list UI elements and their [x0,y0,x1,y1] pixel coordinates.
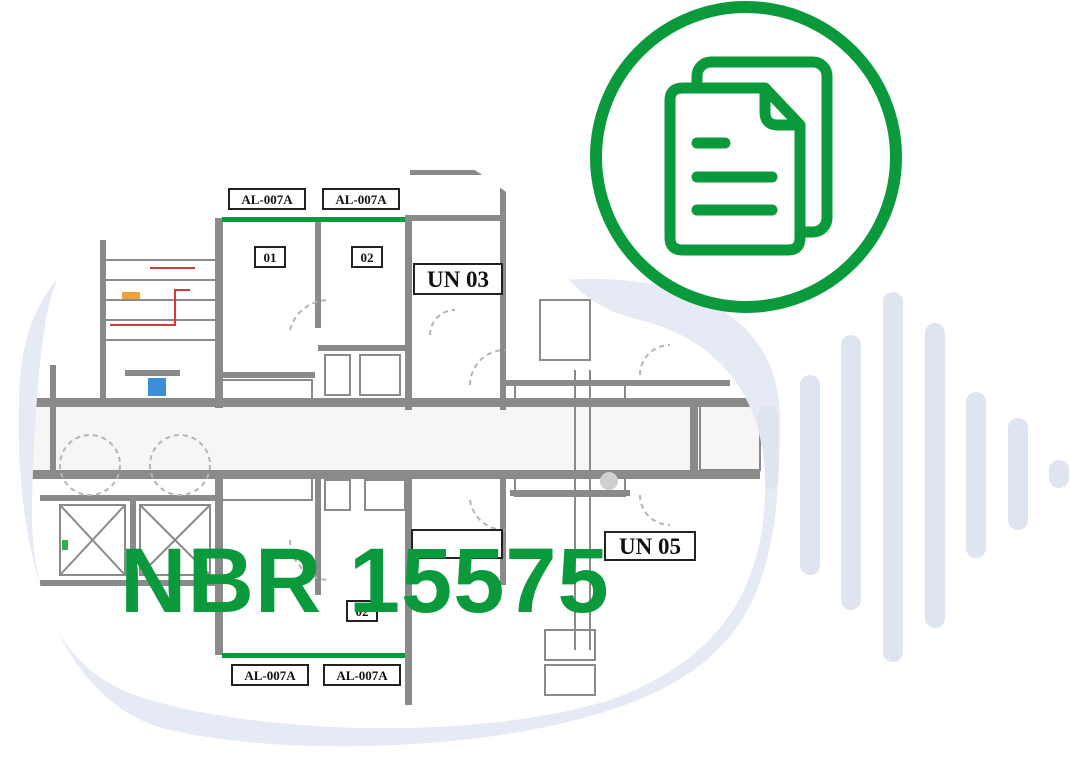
tag-bottom-left: AL-007A [231,664,309,686]
tag-top-left: AL-007A [228,188,306,210]
tag-top-right-text: AL-007A [335,192,387,207]
unit-03-label: UN 03 [413,263,503,295]
unit-05-text: UN 05 [619,534,681,559]
document-copy-icon [590,1,902,313]
room-01-text: 01 [264,250,277,265]
tag-bottom-right-text: AL-007A [336,668,388,683]
soundwave-bar [841,335,861,610]
soundwave-bar [883,292,903,662]
room-02-text: 02 [361,250,374,265]
soundwave-icon [758,292,1069,662]
tag-bottom-right: AL-007A [323,664,401,686]
room-01-label: 01 [254,246,286,268]
soundwave-bar [800,375,820,575]
tag-bottom-left-text: AL-007A [244,668,296,683]
soundwave-bar [966,392,986,558]
soundwave-bar [925,323,945,628]
soundwave-bar [1008,418,1028,530]
unit-05-label: UN 05 [604,531,696,561]
room-02-lower-text: 02 [356,604,369,619]
room-02-label: 02 [351,246,383,268]
page-title: NBR 15575 [120,530,610,632]
room-02-lower-label: 02 [346,600,378,622]
tag-top-right: AL-007A [322,188,400,210]
unit-03-text: UN 03 [427,267,489,292]
tag-top-left-text: AL-007A [241,192,293,207]
soundwave-bar [1049,460,1069,488]
